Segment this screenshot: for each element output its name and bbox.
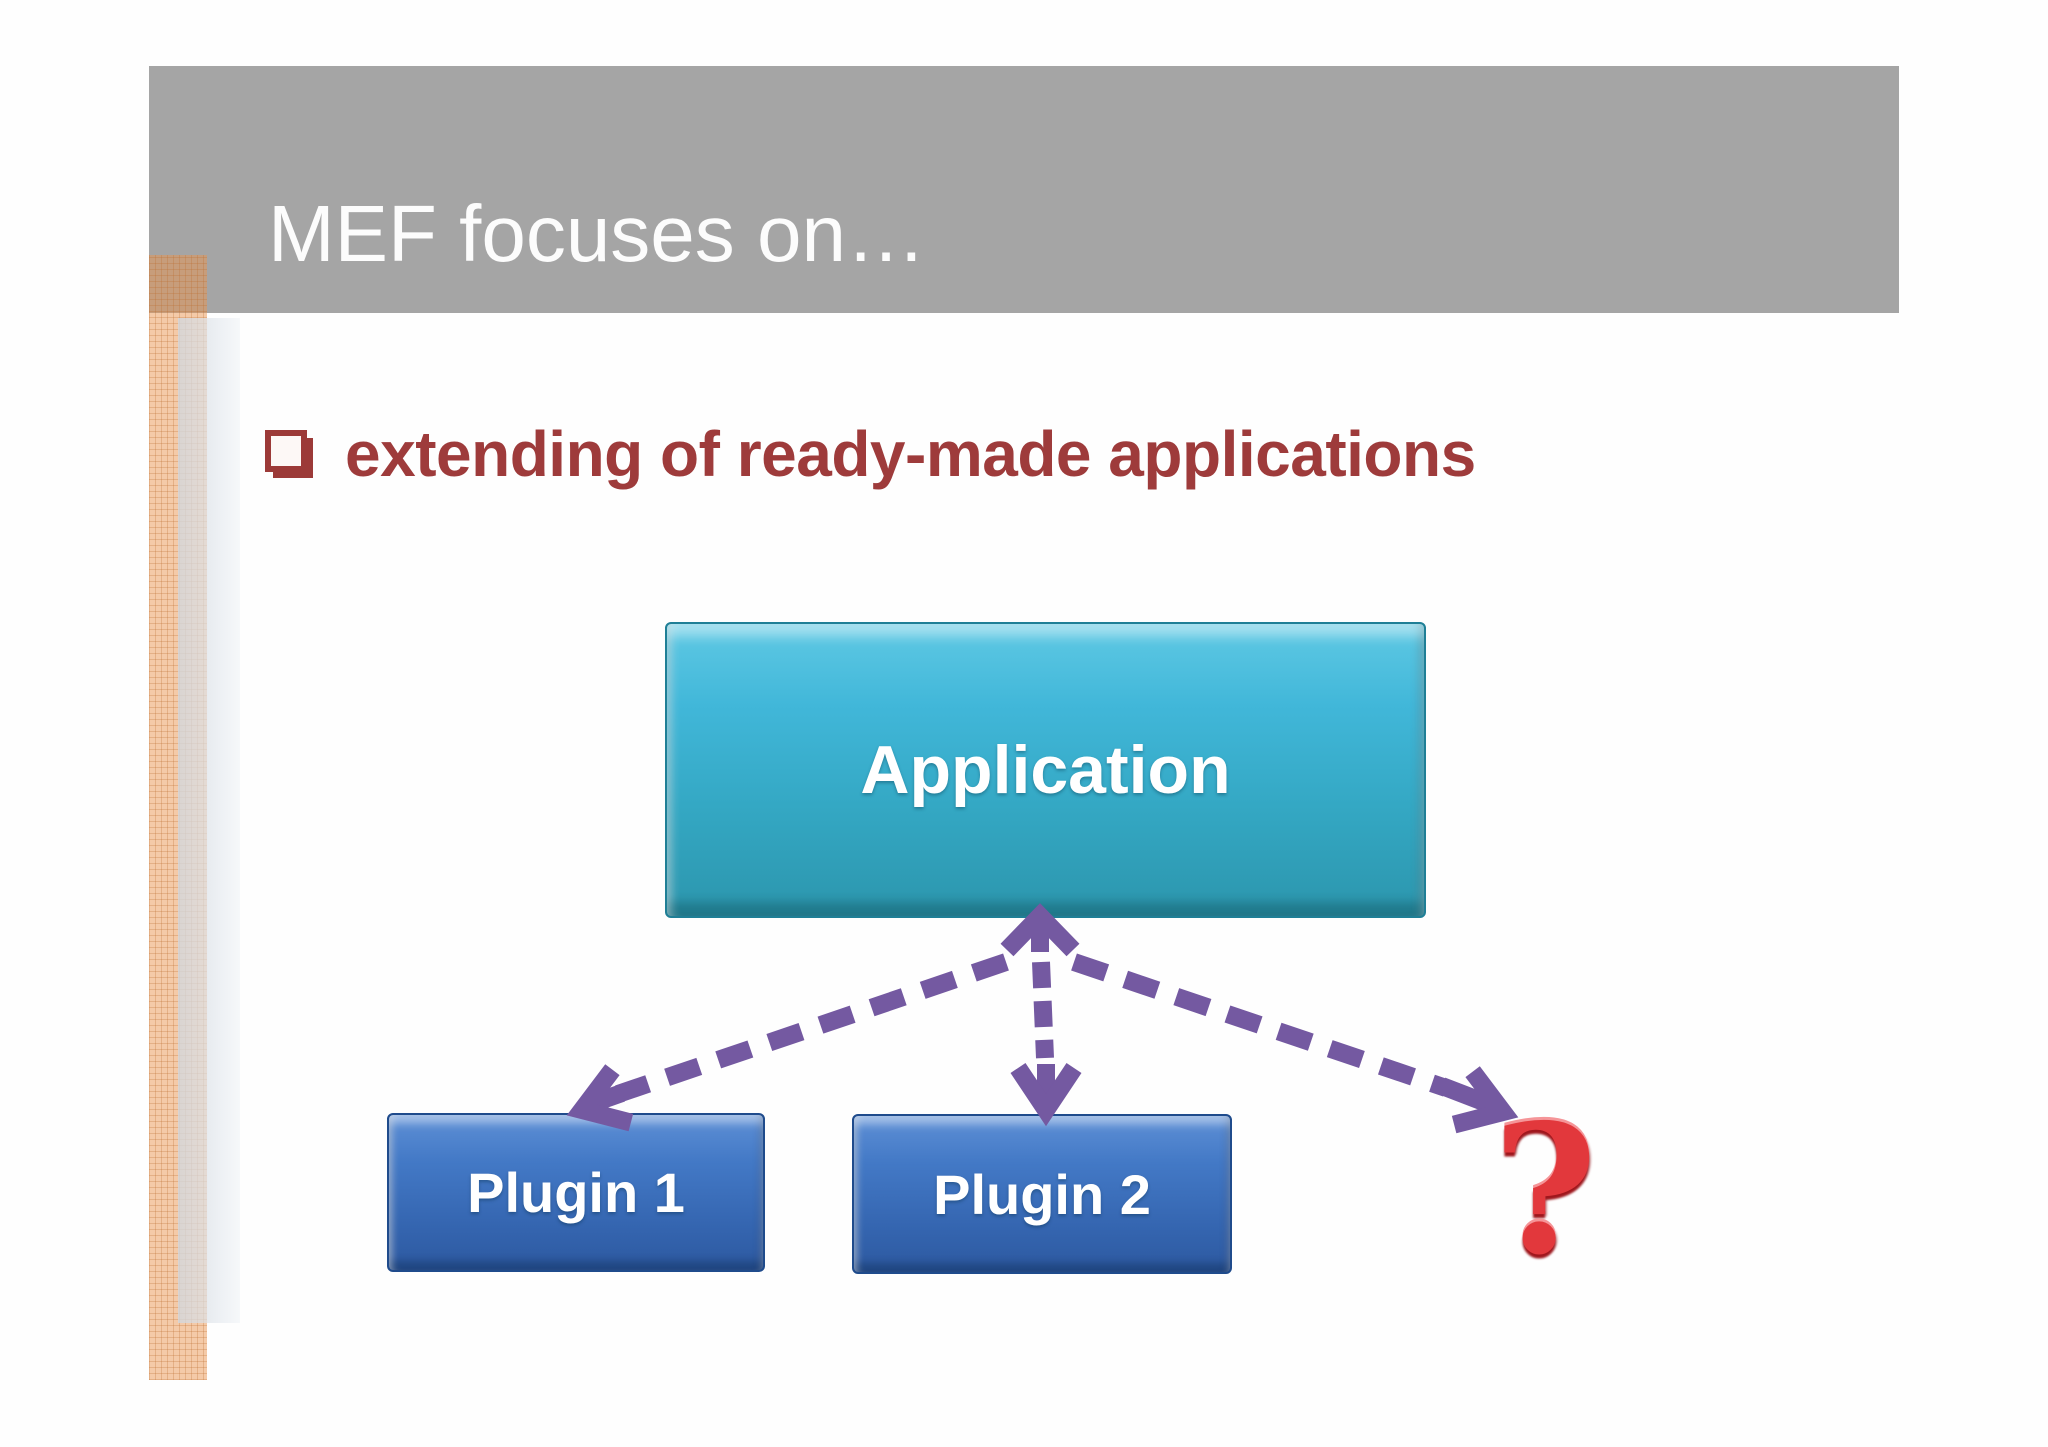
application-label: Application xyxy=(860,732,1231,808)
plugin1-label: Plugin 1 xyxy=(467,1161,685,1224)
application-box: Application xyxy=(665,622,1426,918)
bullet-square-icon xyxy=(265,430,307,472)
plugin2-label: Plugin 2 xyxy=(933,1162,1151,1226)
question-mark-label: ? xyxy=(1492,1085,1598,1294)
arrow-to-plugin1 xyxy=(566,953,1009,1132)
arrow-head-to-application xyxy=(1000,903,1080,957)
gray-accent-strip xyxy=(178,318,240,1323)
plugin2-box: Plugin 2 xyxy=(852,1114,1232,1274)
page-title: MEF focuses on… xyxy=(268,189,927,278)
plugin1-box: Plugin 1 xyxy=(387,1113,765,1272)
question-mark-graphic: ? xyxy=(1478,1100,1612,1280)
header-band: MEF focuses on… xyxy=(149,66,1899,313)
bullet-text: extending of ready-made applications xyxy=(345,418,1476,490)
arrow-to-unknown-plugin xyxy=(1071,953,1519,1134)
arrow-to-plugin2 xyxy=(1010,961,1082,1127)
